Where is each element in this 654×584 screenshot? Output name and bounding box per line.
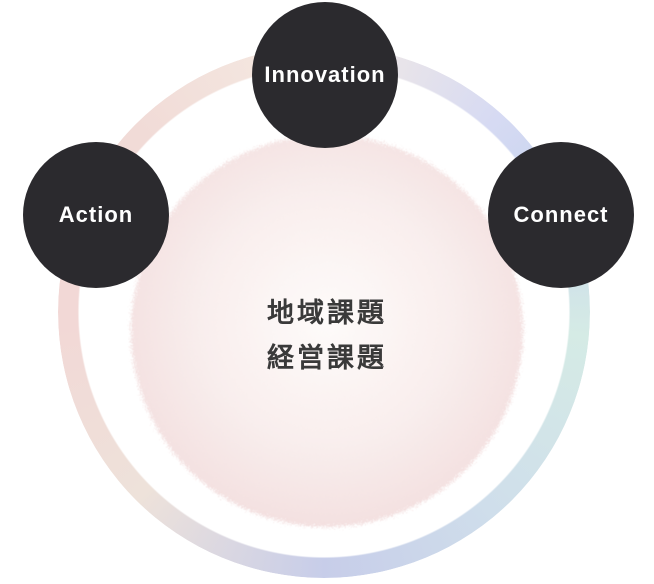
node-action-label: Action [58,202,134,227]
node-connect: Connect [488,142,634,288]
node-connect-label: Connect [513,202,609,227]
center-label-line-1: 地域課題 [267,298,387,328]
center-label-line-2: 経営課題 [267,343,387,373]
center-circle-shape [131,135,523,527]
center-label: 地域課題 経営課題 [267,291,387,381]
center-circle [131,135,523,527]
node-action: Action [23,142,169,288]
node-innovation-label: Innovation [264,62,386,87]
node-innovation: Innovation [252,2,398,148]
